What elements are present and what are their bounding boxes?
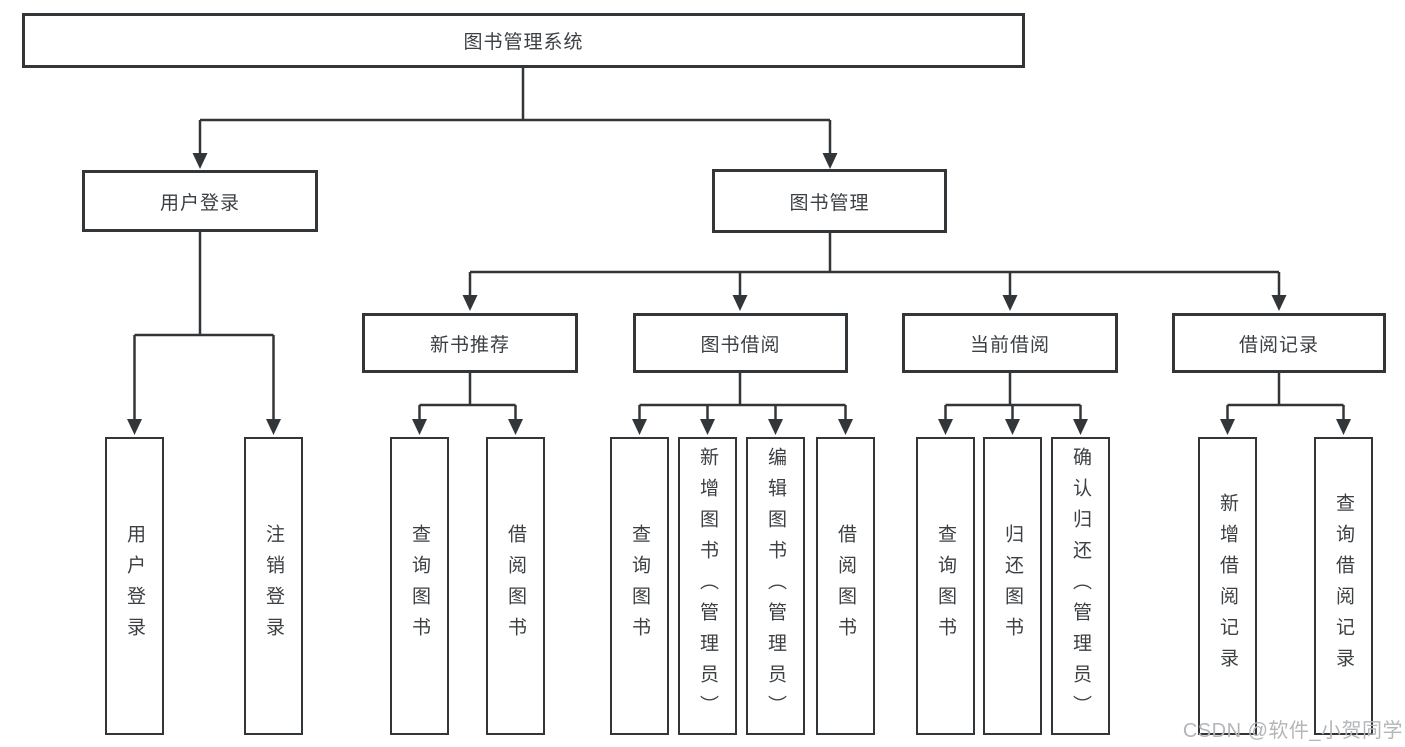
connector-new-book-children [412, 373, 523, 435]
connector-current-borrow-children [938, 373, 1088, 435]
node-label: 查询图书 [935, 524, 956, 648]
node-label: 借阅图书 [835, 524, 856, 648]
node-label: 借阅记录 [1238, 334, 1319, 356]
leaf-add-borrow-record: 新增借阅记录 [1198, 437, 1257, 735]
leaf-add-books-admin: 新增图书（管理员） [678, 437, 737, 735]
leaf-borrow-books: 借阅图书 [816, 437, 875, 735]
node-user-login: 用户登录 [82, 170, 318, 232]
leaf-query-borrow-record: 查询借阅记录 [1314, 437, 1373, 735]
leaf-return-books: 归还图书 [983, 437, 1042, 735]
node-label: 图书借阅 [700, 334, 781, 356]
node-label: 图书管理系统 [463, 32, 584, 53]
node-label: 注销登录 [263, 524, 284, 648]
node-new-book-recommendation: 新书推荐 [362, 313, 578, 373]
csdn-watermark: CSDN @软件_小贺同学 [1182, 720, 1403, 742]
node-label: 归还图书 [1002, 524, 1023, 648]
leaf-query-books-current: 查询图书 [916, 437, 975, 735]
node-label: 用户登录 [124, 524, 145, 648]
connector-borrow-records-children [1220, 373, 1351, 435]
connector-user-login-children [127, 232, 281, 435]
node-label: 用户登录 [159, 192, 240, 214]
node-label: 借阅图书 [505, 524, 526, 648]
node-label: 确认归还（管理员） [1070, 446, 1091, 726]
node-label: 查询图书 [409, 524, 430, 648]
node-label: 当前借阅 [969, 334, 1050, 356]
leaf-confirm-return-admin: 确认归还（管理员） [1051, 437, 1110, 735]
connector-book-management-children [462, 233, 1287, 311]
node-label: 查询图书 [629, 524, 650, 648]
node-label: 新书推荐 [429, 334, 510, 356]
node-current-borrowing: 当前借阅 [902, 313, 1118, 373]
leaf-edit-books-admin: 编辑图书（管理员） [746, 437, 805, 735]
node-book-management: 图书管理 [712, 169, 947, 233]
node-borrowing-records: 借阅记录 [1172, 313, 1386, 373]
node-label: 新增借阅记录 [1217, 493, 1238, 679]
leaf-query-books-recommend: 查询图书 [390, 437, 449, 735]
leaf-logout: 注销登录 [244, 437, 303, 735]
node-label: 编辑图书（管理员） [765, 446, 786, 726]
leaf-user-login: 用户登录 [105, 437, 164, 735]
node-book-borrowing: 图书借阅 [633, 313, 848, 373]
node-label: 查询借阅记录 [1333, 493, 1354, 679]
node-label: 图书管理 [789, 192, 870, 214]
connector-root-to-level2 [192, 68, 838, 169]
node-label: 新增图书（管理员） [697, 446, 718, 726]
leaf-query-books-borrow: 查询图书 [610, 437, 669, 735]
leaf-borrow-books-recommend: 借阅图书 [486, 437, 545, 735]
connector-book-borrow-children [632, 373, 853, 435]
node-library-management-system: 图书管理系统 [22, 13, 1025, 68]
